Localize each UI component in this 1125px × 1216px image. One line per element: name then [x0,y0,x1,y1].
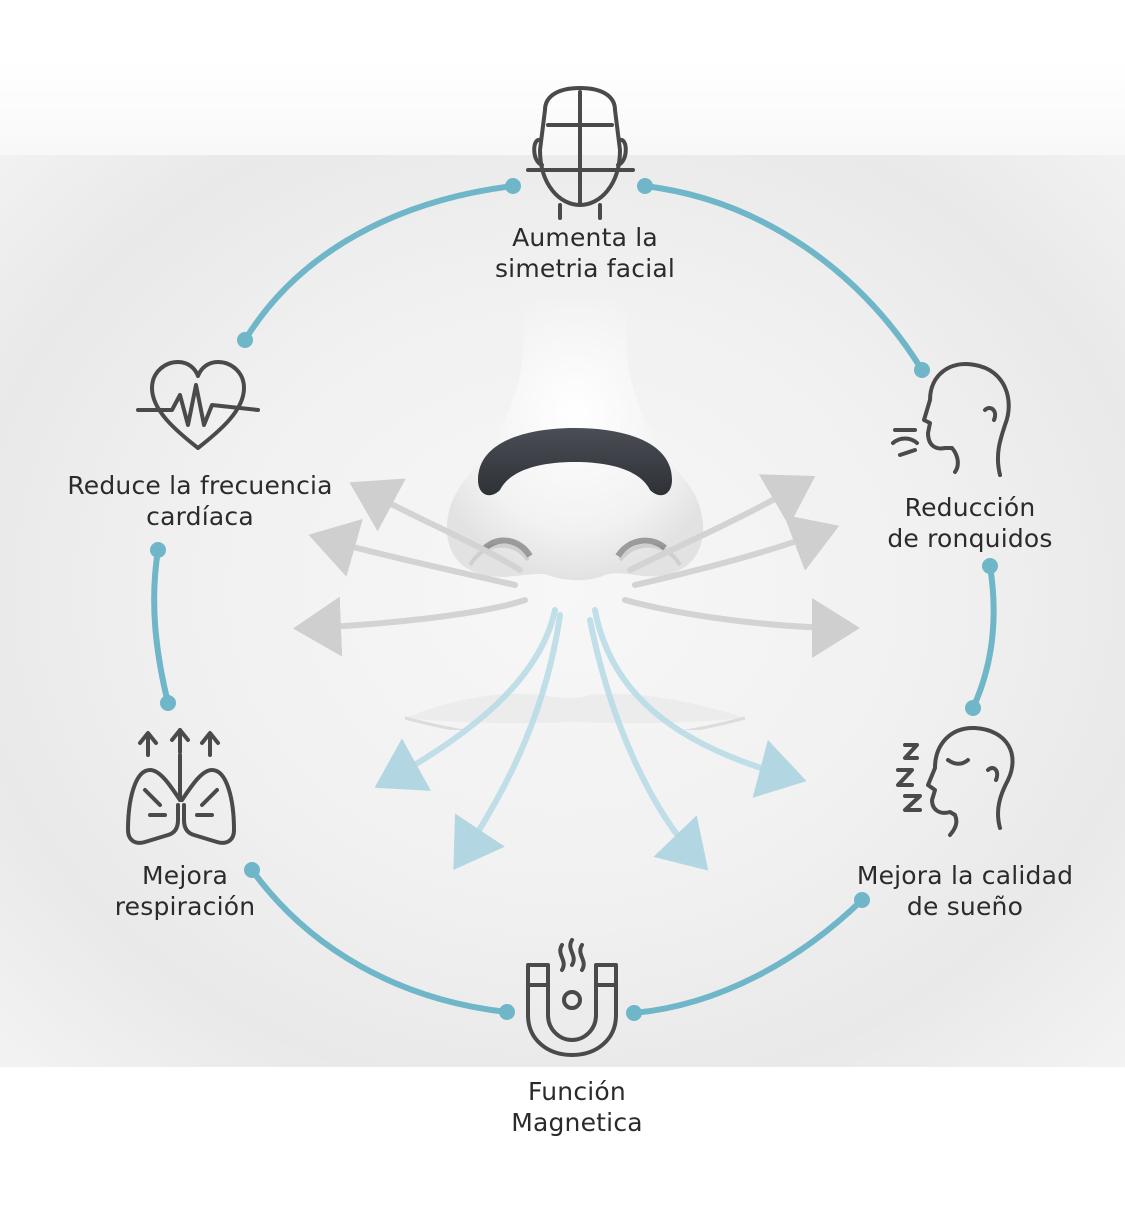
label-line: Aumenta la [512,223,658,252]
airflow-arrow [293,596,528,657]
airflow-arrow [308,518,518,588]
airflow-arrow-blue [592,607,807,798]
ring-node [244,862,260,878]
ring-arc-top-left [242,183,516,343]
label-line: de sueño [906,892,1024,921]
ring-node [505,178,521,194]
airflow-arrow [349,478,523,573]
ring-node [914,362,930,378]
ring-node [965,700,981,716]
ring-node [499,1004,515,1020]
label-breathing: Mejora respiración [85,860,285,922]
label-snoring: Reducción de ronquidos [855,492,1085,554]
label-line: Reduce la frecuencia [67,471,333,500]
ring-arc-left [151,547,171,706]
ring-arc-bottom-right [631,897,865,1016]
label-heart: Reduce la frecuencia cardíaca [40,470,360,532]
ring-node [160,695,176,711]
ring-node [982,558,998,574]
nose-strip [478,428,672,496]
airflow-arrow-blue [453,612,563,870]
ring-arc-right [970,563,997,711]
label-line: respiración [114,892,256,921]
head-breath-icon [891,362,1011,477]
ring-arc-bottom-left [249,867,510,1015]
label-line: simetria facial [494,254,676,283]
ring-node [854,892,870,908]
face-grid-icon [526,86,635,220]
label-line: Reducción [904,493,1036,522]
airflow-arrow-blue [374,607,558,791]
magnet-icon [526,938,618,1057]
label-sleep: Mejora la calidad de sueño [825,860,1105,922]
label-line: de ronquidos [887,524,1053,553]
airflow-arrow [632,514,840,588]
ring-node [637,178,653,194]
label-line: Función [528,1077,626,1106]
airflow-arrow [627,474,816,573]
sleeping-head-icon [896,725,1015,837]
lungs-icon [126,728,236,845]
airflow-arrow-blue [587,617,709,871]
ring-node [626,1005,642,1021]
airflow-arrow [622,597,860,658]
ring-node [150,542,166,558]
heart-pulse-icon [136,360,260,450]
label-magnetic: Función Magnetica [462,1076,692,1138]
ring-arc-top-right [642,183,925,373]
label-line: cardíaca [146,502,254,531]
label-line: Mejora la calidad [856,861,1074,890]
label-facial: Aumenta la simetria facial [470,222,700,284]
label-line: Mejora [142,861,228,890]
ring-node [237,332,253,348]
lips-illustration [404,693,746,805]
label-line: Magnetica [511,1108,643,1137]
